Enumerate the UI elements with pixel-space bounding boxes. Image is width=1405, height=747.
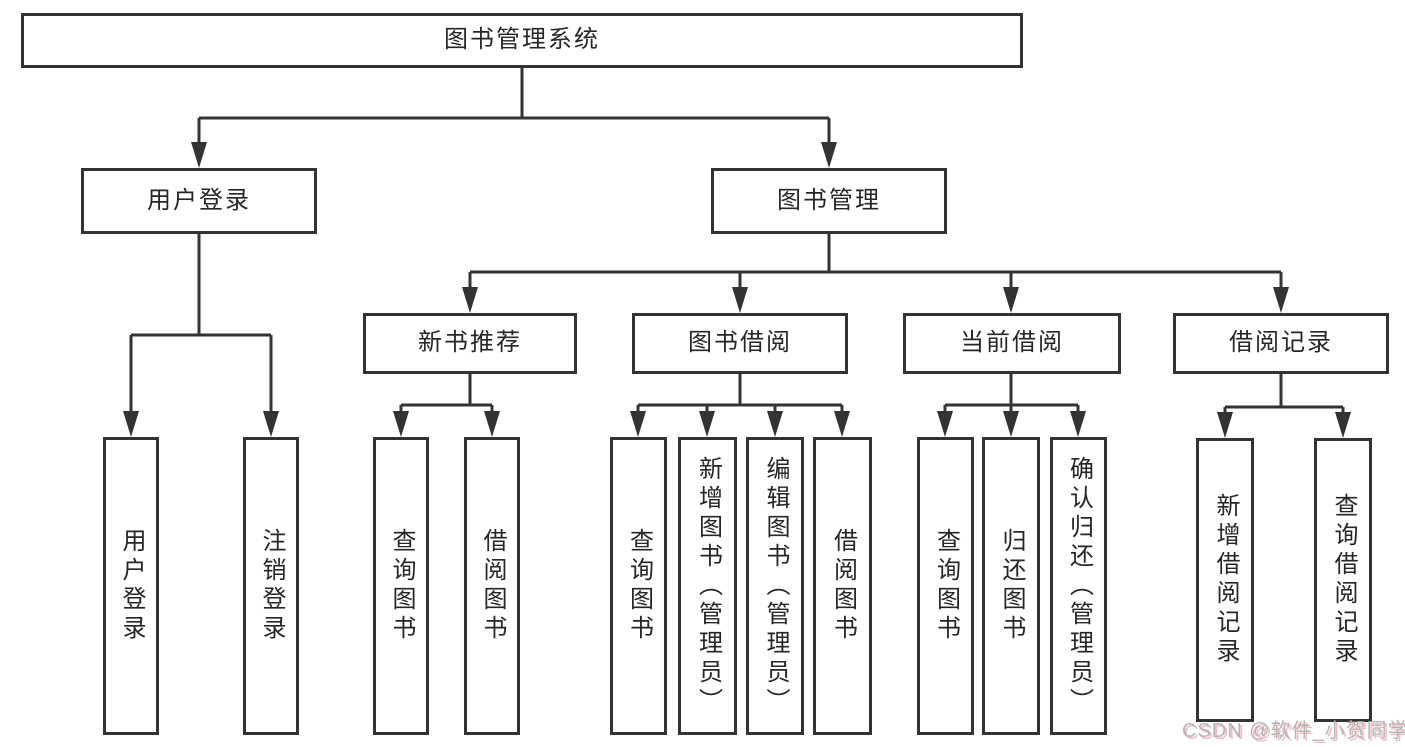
node-book-borrowing: 图书借阅: [632, 313, 848, 374]
arrowheads: [123, 142, 1351, 438]
node-label: 借阅图书: [829, 528, 857, 644]
csdn-watermark: CSDN @软件_小贺同学: [1182, 720, 1405, 742]
leaf-add-book-admin: 新增图书（管理员）: [678, 437, 737, 735]
leaf-borrow-books-recommend: 借阅图书: [464, 437, 520, 735]
node-current-borrowing: 当前借阅: [903, 313, 1121, 374]
leaf-logout: 注销登录: [243, 437, 299, 735]
node-label: 查询图书: [932, 528, 960, 644]
leaf-query-books-current: 查询图书: [917, 437, 974, 735]
leaf-confirm-return-admin: 确认归还（管理员）: [1050, 437, 1107, 735]
node-label: 注销登录: [258, 528, 285, 644]
connector-elbows: [129, 68, 1345, 418]
node-label: 图书管理系统: [444, 26, 600, 54]
node-label: 图书借阅: [688, 329, 792, 357]
node-label: 用户登录: [118, 528, 145, 644]
node-label: 编辑图书（管理员）: [762, 455, 789, 717]
node-label: 新增图书（管理员）: [694, 455, 722, 717]
leaf-add-borrow-record: 新增借阅记录: [1196, 438, 1254, 722]
node-label: 借阅图书: [479, 528, 506, 644]
node-label: 借阅记录: [1229, 329, 1333, 357]
node-label: 查询图书: [625, 528, 653, 644]
node-label: 查询图书: [388, 528, 415, 644]
node-label: 新增借阅记录: [1212, 493, 1239, 667]
node-label: 图书管理: [777, 186, 881, 214]
leaf-query-borrow-record: 查询借阅记录: [1314, 438, 1372, 722]
node-borrowing-records: 借阅记录: [1173, 313, 1389, 374]
leaf-user-login: 用户登录: [103, 437, 159, 735]
node-label: 用户登录: [147, 186, 251, 214]
node-book-management-system: 图书管理系统: [21, 13, 1023, 68]
node-new-book-recommend: 新书推荐: [363, 313, 577, 374]
leaf-edit-book-admin: 编辑图书（管理员）: [746, 437, 804, 735]
node-label: 当前借阅: [960, 329, 1064, 357]
node-label: 确认归还（管理员）: [1065, 455, 1093, 717]
leaf-query-books-borrowing: 查询图书: [610, 437, 667, 735]
node-label: 归还图书: [998, 528, 1025, 644]
leaf-query-books-recommend: 查询图书: [373, 437, 429, 735]
node-label: 新书推荐: [418, 329, 522, 357]
leaf-return-books: 归还图书: [982, 437, 1040, 735]
node-user-login-module: 用户登录: [81, 168, 317, 234]
node-label: 查询借阅记录: [1330, 493, 1357, 667]
node-book-management-module: 图书管理: [711, 168, 947, 234]
leaf-borrow-books-borrowing: 借阅图书: [813, 437, 872, 735]
